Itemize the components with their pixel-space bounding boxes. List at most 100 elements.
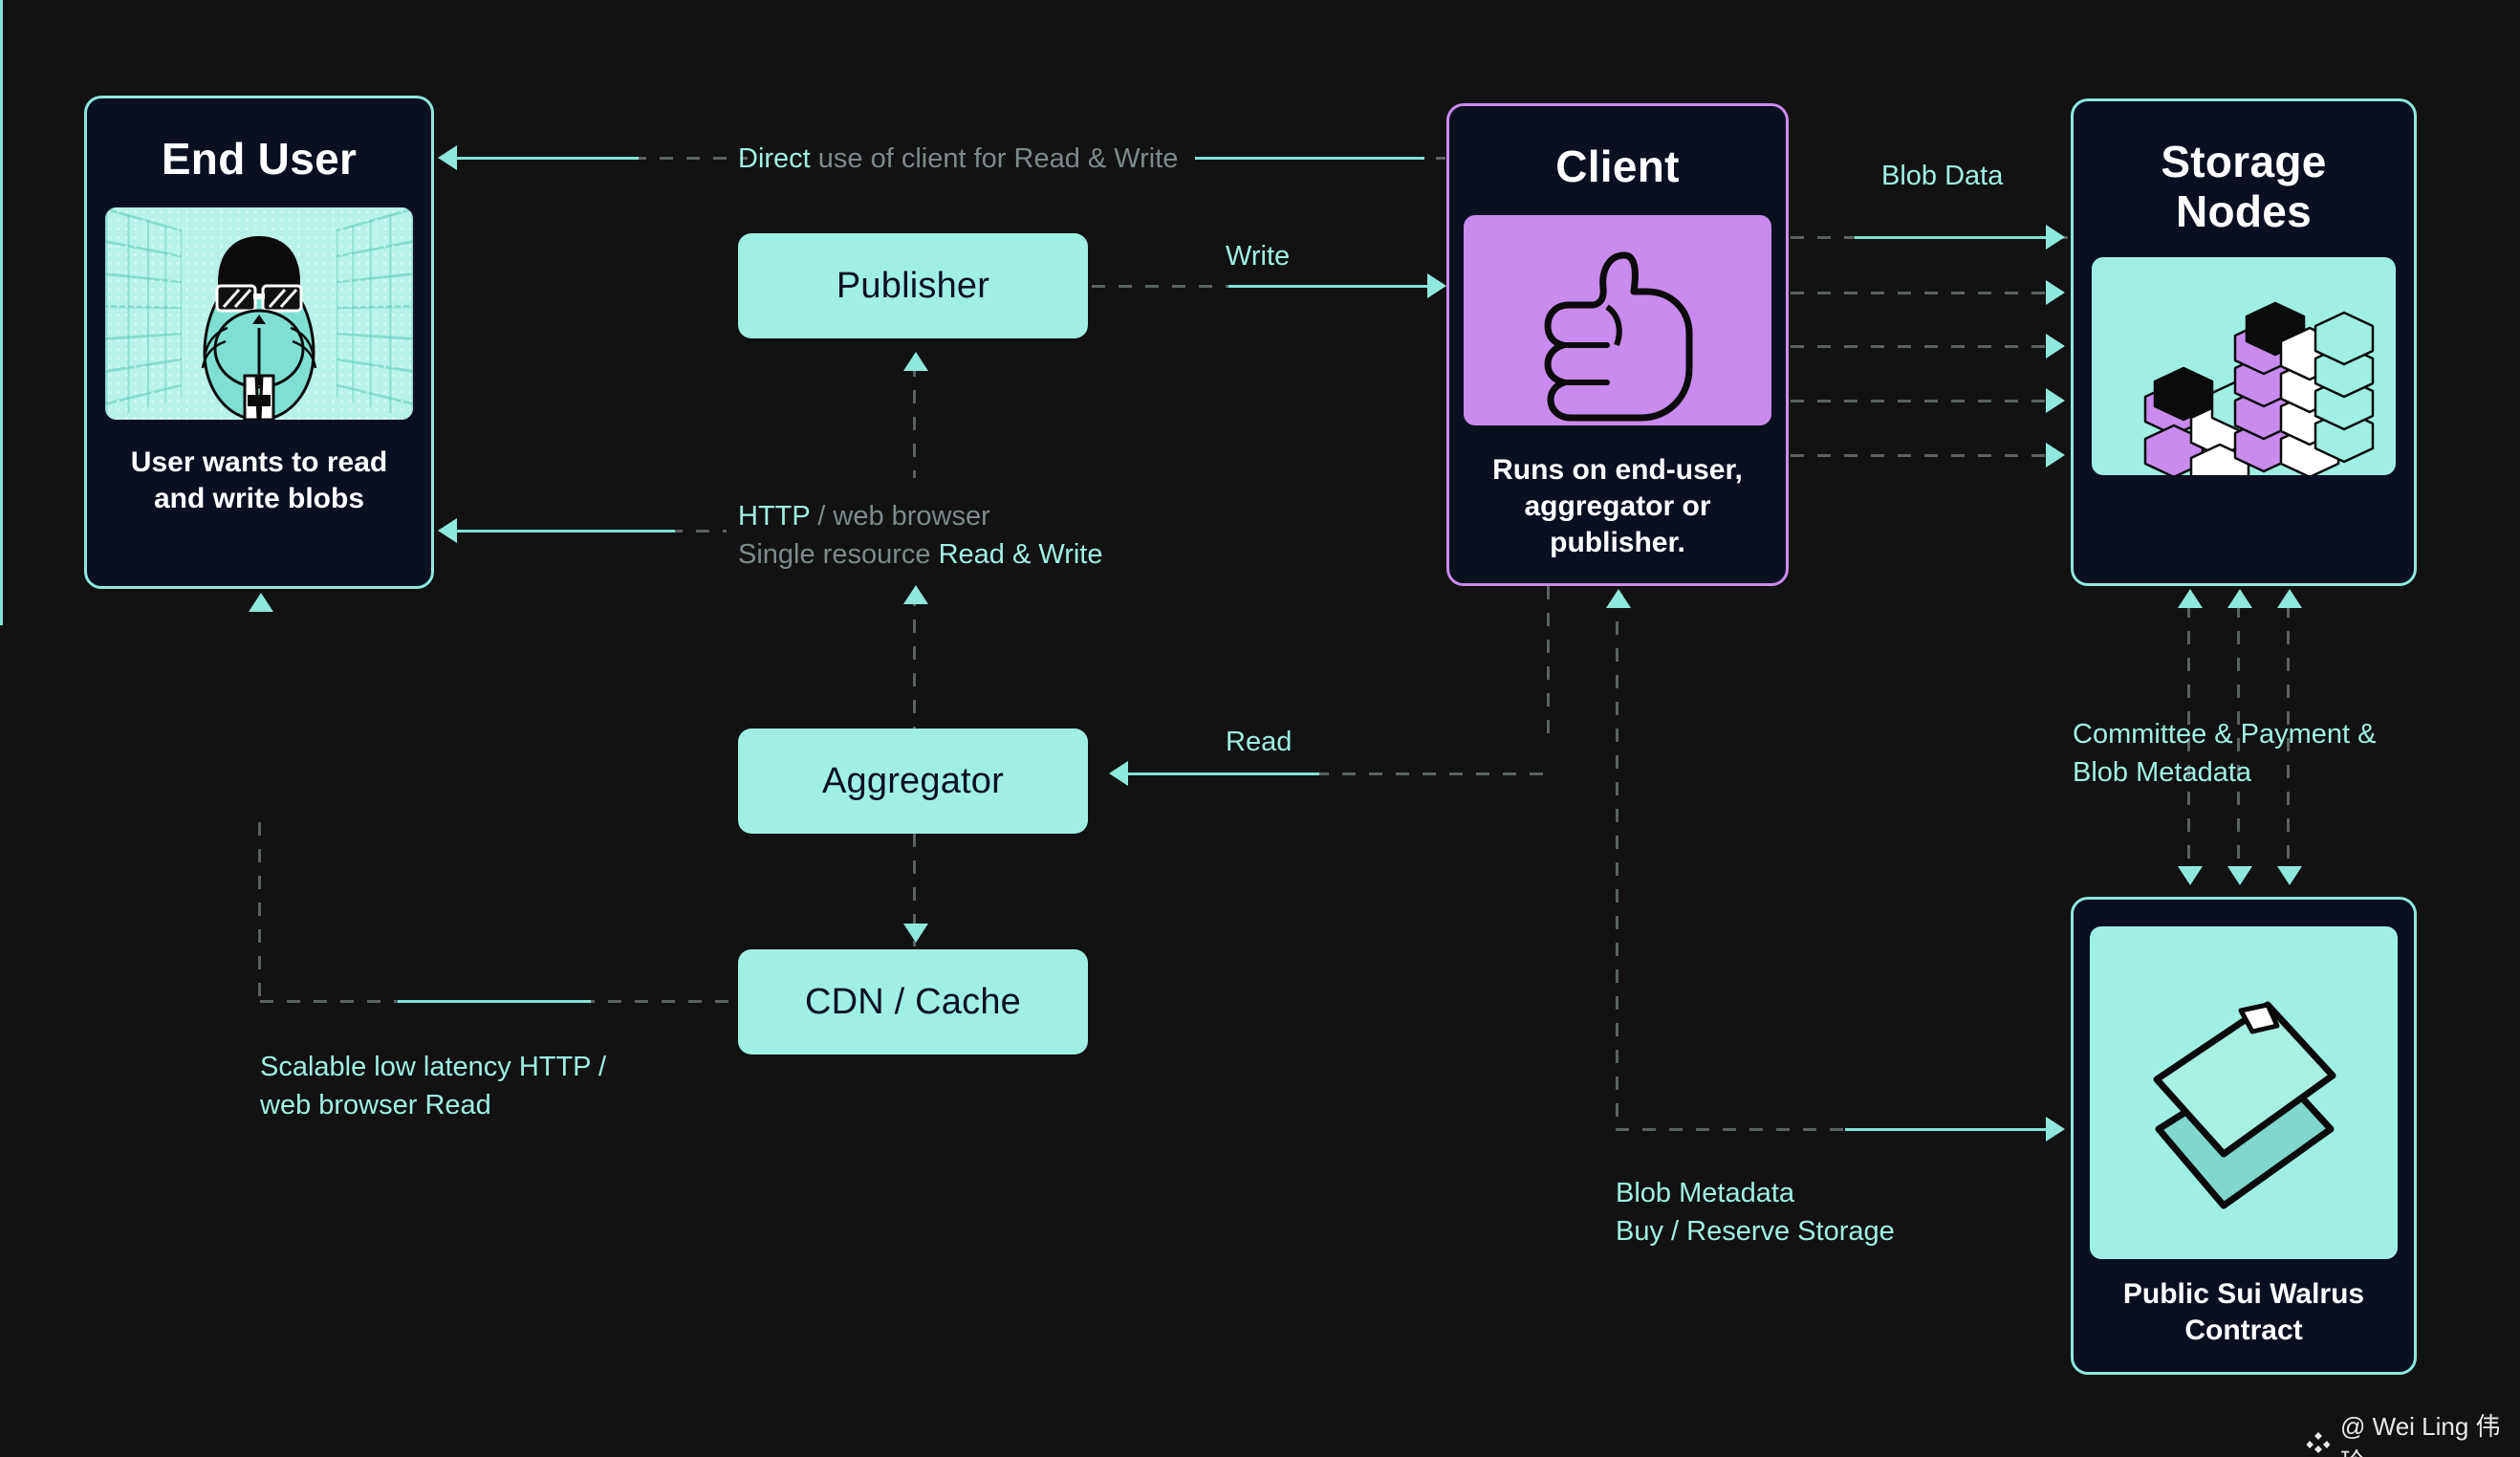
connector-client-to-contract-vertical	[1616, 621, 1618, 1128]
arrowhead-to-enduser-http	[438, 518, 457, 543]
card-caption-client: Runs on end-user, aggregator or publishe…	[1492, 453, 1743, 559]
connector-http-to-enduser-solid	[457, 530, 675, 533]
label-read-write: Read & Write	[938, 539, 1103, 571]
arrowhead-storage-node-1	[2046, 225, 2065, 250]
connector-aggregator-up-dash	[913, 593, 916, 728]
process-box-aggregator-label: Aggregator	[821, 760, 1004, 801]
arrowhead-storage-node-5	[2046, 443, 2065, 468]
connector-storage-contract-1	[2187, 604, 2190, 870]
label-blob-metadata-line1: Blob Metadata	[1616, 1178, 1795, 1208]
connector-client-storage-1-solid	[1855, 236, 2048, 239]
arrowhead-down-to-cdn	[903, 924, 928, 943]
card-end-user[interactable]: End User	[84, 96, 434, 589]
arrowhead-up-to-publisher	[903, 352, 928, 371]
label-scalable-line1: Scalable low latency HTTP /	[260, 1052, 607, 1082]
connector-aggregator-to-cdn-dash	[913, 834, 916, 946]
card-public-sui-walrus-contract[interactable]: Public Sui Walrus Contract	[2071, 897, 2417, 1375]
label-blob-data-text: Blob Data	[1881, 161, 2004, 191]
connector-publisher-to-client-solid	[1228, 285, 1429, 288]
arrowhead-storage-node-4	[2046, 388, 2065, 413]
process-box-aggregator[interactable]: Aggregator	[738, 728, 1088, 834]
label-single-resource: Single resource	[738, 539, 939, 571]
arrowhead-down-contract-1	[2178, 866, 2203, 885]
watermark: @ Wei Ling 伟玲	[2306, 1407, 2520, 1457]
label-blob-data: Blob Data	[1881, 157, 2003, 195]
arrowhead-down-contract-2	[2227, 866, 2252, 885]
connector-client-to-enduser-solid-left	[457, 157, 639, 160]
process-box-publisher-label: Publisher	[836, 265, 990, 306]
arrowhead-storage-node-3	[2046, 334, 2065, 359]
label-direct-use-of-client: Direct use of client for Read & Write	[738, 140, 1178, 178]
arrowhead-down-contract-3	[2277, 866, 2302, 885]
arrowhead-storage-node-2	[2046, 280, 2065, 305]
label-scalable-line2: web browser Read	[260, 1090, 491, 1121]
card-client[interactable]: Client Runs on end-user, aggregator or p…	[1446, 103, 1789, 586]
label-blob-metadata-line2: Buy / Reserve Storage	[1616, 1216, 1895, 1248]
label-committee-payment: Committee & Payment & Blob Metadata	[2073, 715, 2377, 792]
connector-cdn-enduser-vertical-dash	[258, 822, 261, 1002]
connector-client-to-aggregator-dash	[1128, 772, 1549, 775]
card-storage-nodes[interactable]: Storage Nodes	[2071, 98, 2417, 586]
arrowhead-up-to-client	[1606, 589, 1631, 608]
arrowhead-up-storage-1	[2178, 589, 2203, 608]
label-write: Write	[1226, 237, 1290, 275]
label-http-rest: / web browser	[810, 501, 990, 532]
arrowhead-to-enduser-top	[438, 145, 457, 170]
connector-client-to-enduser-solid-right	[1195, 157, 1424, 160]
walrus-avatar-illustration	[105, 207, 413, 420]
label-http-line1: HTTP / web browser	[738, 497, 1102, 535]
connector-aggregator-up-solid-lower	[0, 0, 3, 115]
connector-publisher-up-solid	[0, 115, 3, 222]
card-title-end-user: End User	[161, 134, 358, 184]
arrowhead-up-http-lower	[903, 585, 928, 604]
connector-client-to-contract-horizontal-solid	[1845, 1128, 2048, 1131]
label-direct-word: Direct	[738, 143, 811, 174]
label-http-web-browser: HTTP / web browser Single resource Read …	[738, 497, 1102, 574]
connector-storage-contract-2	[2237, 604, 2240, 870]
label-blob-metadata-buy: Blob Metadata Buy / Reserve Storage	[1616, 1174, 1895, 1250]
label-http-word: HTTP	[738, 501, 811, 532]
arrowhead-up-to-enduser	[249, 593, 273, 612]
stacked-documents-illustration	[2090, 926, 2398, 1259]
card-caption-contract: Public Sui Walrus Contract	[2122, 1278, 2365, 1347]
label-read: Read	[1226, 723, 1292, 761]
process-box-cdn-cache-label: CDN / Cache	[804, 981, 1022, 1022]
connector-cdn-to-enduser-solid	[398, 1000, 591, 1003]
connector-client-storage-3-dash	[1791, 345, 2047, 348]
label-direct-rest: use of client for Read & Write	[810, 143, 1179, 174]
process-box-publisher[interactable]: Publisher	[738, 233, 1088, 338]
connector-client-to-enduser-dash	[633, 157, 748, 160]
connector-publisher-up-dash	[913, 363, 916, 478]
arrowhead-to-aggregator-read	[1109, 761, 1128, 786]
connector-cdn-enduser-vertical-solid	[0, 300, 3, 518]
connector-client-to-contract-horizontal	[1616, 1128, 2061, 1131]
label-read-text: Read	[1226, 727, 1293, 757]
label-committee-line1: Committee & Payment &	[2073, 719, 2377, 750]
process-box-cdn-cache[interactable]: CDN / Cache	[738, 949, 1088, 1055]
thumbs-up-illustration	[1464, 214, 1771, 425]
arrowhead-to-client-write	[1427, 273, 1446, 298]
label-http-line2: Single resource Read & Write	[738, 535, 1102, 574]
arrowhead-right-to-contract	[2046, 1117, 2065, 1142]
connector-client-down-read	[1547, 586, 1550, 744]
connector-client-storage-4-dash	[1791, 400, 2047, 402]
label-committee-line2: Blob Metadata	[2073, 757, 2252, 789]
label-write-text: Write	[1226, 241, 1291, 272]
arrowhead-up-storage-3	[2277, 589, 2302, 608]
connector-http-to-enduser-dash	[669, 530, 727, 533]
connector-publisher-to-client-dash	[1092, 285, 1312, 288]
card-caption-end-user: User wants to read and write blobs	[130, 446, 388, 514]
connector-client-to-aggregator-solid	[1128, 772, 1319, 775]
stacked-server-cubes-illustration	[2092, 257, 2396, 476]
connector-client-to-contract-vertical-solid	[0, 518, 3, 625]
connector-aggregator-to-cdn-solid	[0, 222, 3, 300]
connector-client-storage-5-dash	[1791, 454, 2047, 457]
card-title-client: Client	[1555, 141, 1680, 191]
arrowhead-up-storage-2	[2227, 589, 2252, 608]
watermark-text: @ Wei Ling 伟玲	[2340, 1412, 2501, 1457]
connector-client-storage-2-dash	[1791, 292, 2047, 294]
connector-storage-contract-3	[2287, 604, 2290, 870]
label-scalable-low-latency: Scalable low latency HTTP / web browser …	[260, 1048, 606, 1124]
diamond-logo-icon	[2306, 1430, 2331, 1455]
